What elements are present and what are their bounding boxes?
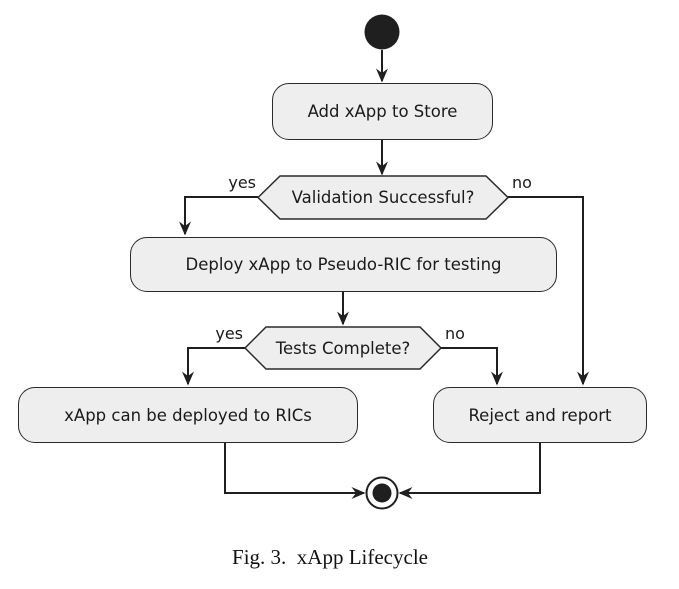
node-add-xapp-to-store: Add xApp to Store: [272, 83, 493, 140]
end-node-inner-circle: [372, 483, 392, 503]
edge-label-tests-no: no: [445, 324, 465, 343]
node-label: Reject and report: [468, 405, 612, 425]
node-label: Deploy xApp to Pseudo-RIC for testing: [185, 255, 502, 274]
node-xapp-deployed-to-rics: xApp can be deployed to RICs: [18, 387, 358, 443]
edge-label-validation-yes: yes: [228, 173, 256, 192]
edge-validation-no-to-reject: [508, 196, 589, 386]
node-label: xApp can be deployed to RICs: [64, 405, 312, 425]
start-node: [364, 14, 400, 50]
edge-label-validation-no: no: [512, 173, 532, 192]
edge-validation-yes-to-deploy: [179, 196, 258, 236]
node-label: Add xApp to Store: [307, 102, 458, 121]
edge-reject-to-end: [398, 443, 541, 499]
tests-decision-shape: [243, 326, 443, 370]
figure-caption: Fig. 3. xApp Lifecycle: [232, 545, 428, 569]
node-deploy-xapp-pseudo-ric: Deploy xApp to Pseudo-RIC for testing: [130, 237, 557, 292]
node-reject-and-report: Reject and report: [433, 387, 647, 443]
edge-label-tests-yes: yes: [215, 324, 243, 343]
validation-decision-shape: [256, 175, 510, 220]
edge-tests-no-to-reject: [441, 347, 503, 386]
edge-deployed-to-end: [224, 443, 366, 499]
edge-tests-yes-to-deployed: [182, 347, 245, 386]
